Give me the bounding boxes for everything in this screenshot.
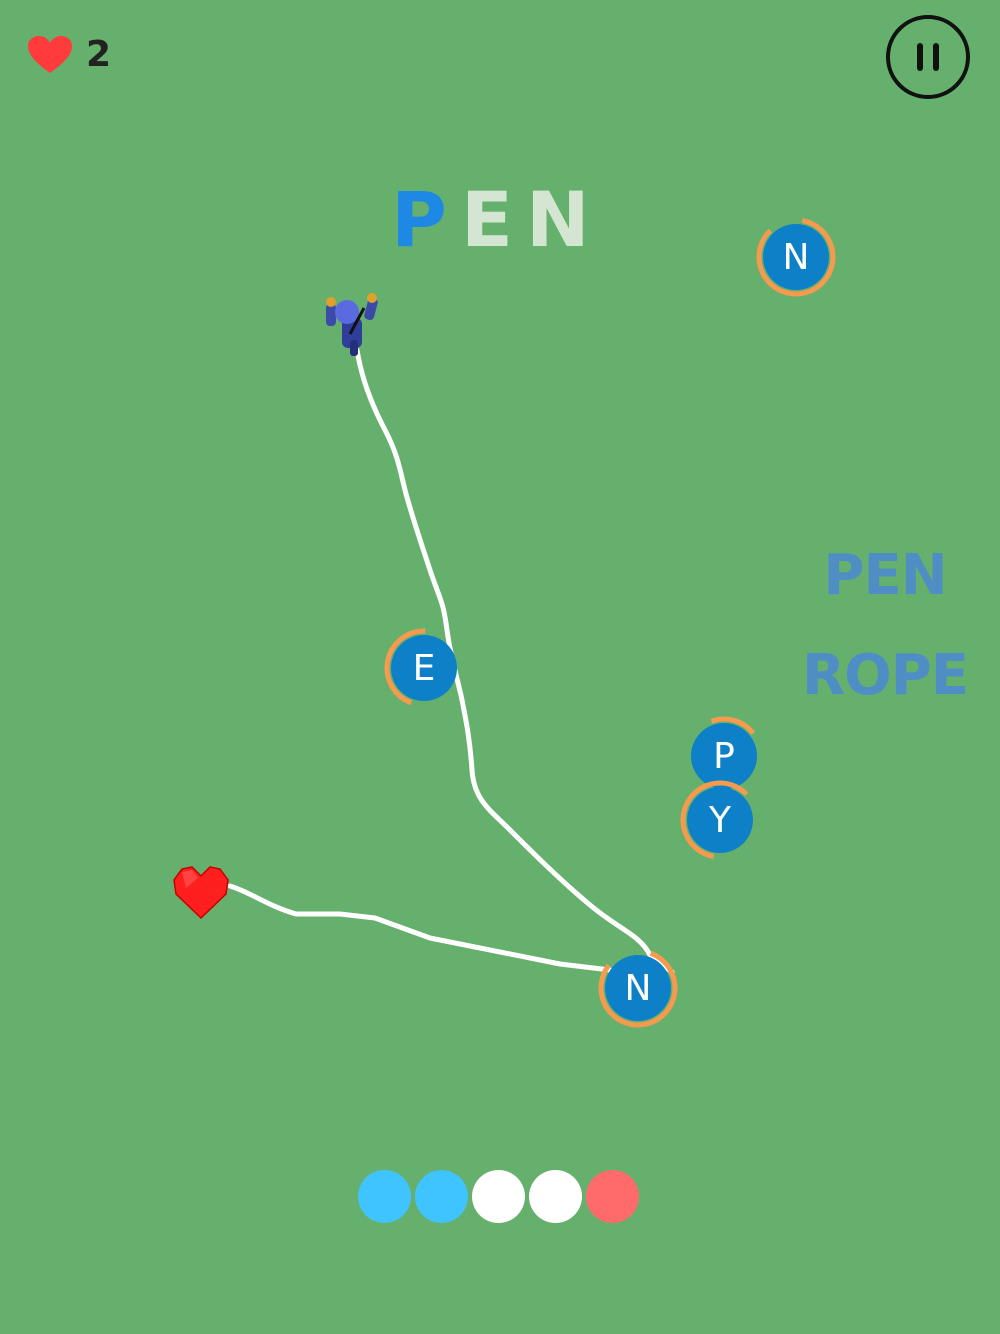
- token-letter: E: [412, 647, 436, 689]
- lives-counter: 2: [28, 32, 111, 78]
- letter-token-e[interactable]: E: [383, 627, 465, 709]
- progress-dot: [472, 1170, 525, 1223]
- token-letter: N: [624, 967, 652, 1009]
- token-ring-icon: [680, 780, 753, 859]
- pause-icon: [917, 43, 923, 71]
- progress-dot: [358, 1170, 411, 1223]
- token-ring-icon: [598, 950, 678, 1028]
- progress-dot: [529, 1170, 582, 1223]
- letter-token-p[interactable]: P: [683, 715, 765, 797]
- word-list: PEN ROPE: [790, 540, 980, 740]
- word-list-item: ROPE: [801, 643, 969, 708]
- target-word: P E N: [390, 175, 590, 264]
- token-letter: N: [782, 236, 810, 278]
- progress-dot: [586, 1170, 639, 1223]
- token-letter: Y: [709, 799, 731, 841]
- heart-icon: [28, 36, 72, 73]
- progress-dots: [358, 1170, 639, 1223]
- letter-token-n-top[interactable]: N: [755, 216, 837, 298]
- letter-token-n-bottom[interactable]: N: [597, 947, 679, 1029]
- target-letter-1: P: [391, 175, 447, 264]
- progress-dot: [415, 1170, 468, 1223]
- runner-icon: [326, 293, 378, 356]
- token-letter: P: [713, 735, 735, 777]
- target-letter-2: E: [461, 175, 513, 264]
- pause-icon-bar: [933, 43, 939, 71]
- heart-icon: [173, 866, 229, 920]
- heart-pickup[interactable]: [172, 864, 230, 920]
- letter-token-y[interactable]: Y: [679, 779, 761, 861]
- pause-button[interactable]: [886, 15, 970, 99]
- player-character[interactable]: [320, 290, 384, 360]
- lives-count: 2: [86, 34, 112, 75]
- token-ring-icon: [756, 218, 836, 297]
- target-letter-3: N: [526, 175, 590, 264]
- token-ring-icon: [384, 628, 457, 706]
- word-list-item: PEN: [823, 543, 947, 608]
- token-ring-icon: [691, 716, 757, 789]
